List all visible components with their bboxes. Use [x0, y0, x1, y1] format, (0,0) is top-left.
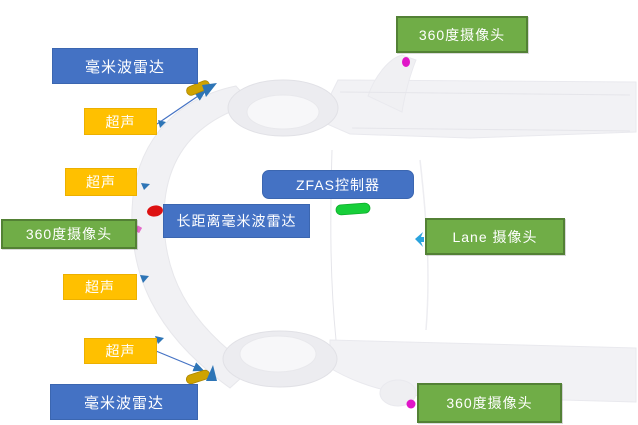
connector-arrows	[155, 90, 206, 372]
front-radar-arrowhead	[202, 83, 217, 97]
sensor-markers	[134, 57, 424, 409]
car-front-arc	[131, 85, 253, 389]
rear-radar-arrowhead	[206, 365, 217, 381]
zfas-unit-blob	[335, 202, 371, 216]
camera-dot-bottom	[406, 399, 416, 409]
label-ultrasonic-4: 超声	[84, 338, 157, 364]
rear-radar-sensor-capsule	[185, 369, 211, 385]
car-a-pillar	[367, 54, 417, 113]
long-range-radar-sensor-blob	[147, 205, 163, 217]
label-camera-360-left: 360度摄像头	[1, 219, 137, 249]
wheel-front-right-rim	[246, 94, 320, 130]
car-mirror	[379, 379, 417, 407]
label-mmwave-radar-rear: 毫米波雷达	[50, 384, 198, 420]
label-camera-360-bottom-right: 360度摄像头	[417, 383, 562, 423]
label-ultrasonic-3: 超声	[63, 274, 137, 300]
label-ultrasonic-1: 超声	[84, 108, 157, 135]
camera-dot-top	[402, 57, 410, 67]
label-zfas-controller: ZFAS控制器	[262, 170, 414, 199]
ultrasonic-sensor-marker-2	[141, 183, 150, 190]
lane-camera-sensor-arrow	[415, 232, 424, 247]
ultrasonic-sensor-marker-3	[140, 275, 149, 283]
label-camera-360-top-right: 360度摄像头	[396, 16, 528, 53]
ultrasonic-sensor-marker-1	[158, 120, 166, 128]
label-ultrasonic-2: 超声	[65, 168, 137, 196]
car-body	[131, 54, 637, 407]
wheel-front-left-rim	[239, 335, 317, 373]
ultrasonic-sensor-marker-4	[155, 336, 164, 344]
label-long-range-mmwave-radar: 长距离毫米波雷达	[163, 204, 310, 238]
label-lane-camera: Lane 摄像头	[425, 218, 565, 255]
label-mmwave-radar-front: 毫米波雷达	[52, 48, 198, 84]
connector-ultrasonic-4	[155, 350, 205, 372]
connector-ultrasonic-1	[156, 90, 206, 125]
